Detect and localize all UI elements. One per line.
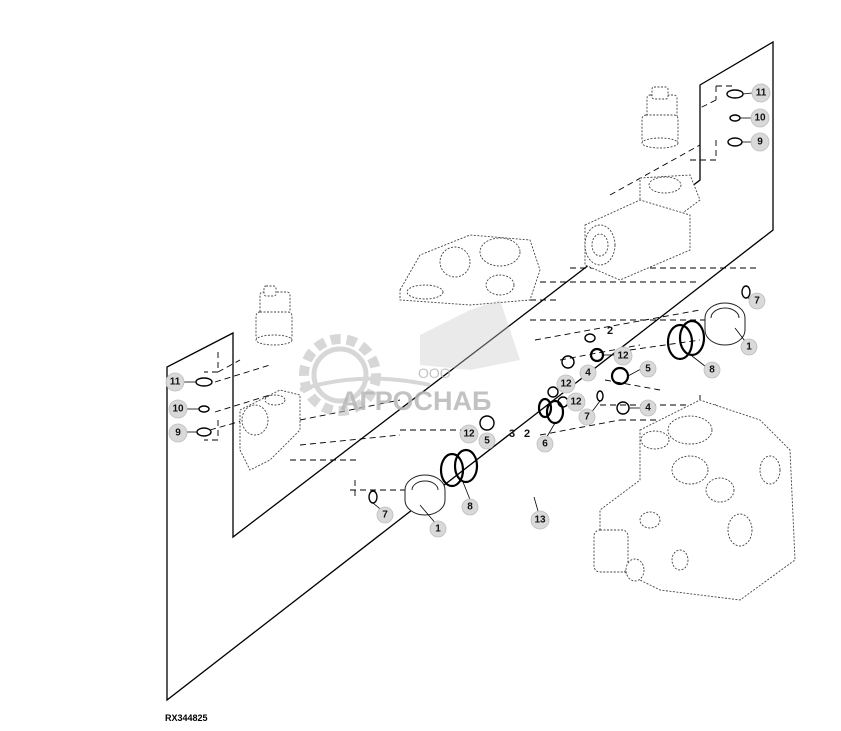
seal-bracket-right xyxy=(690,85,736,161)
callout-7-mid: 7 xyxy=(578,408,596,426)
svg-text:1: 1 xyxy=(435,524,441,535)
callout-4-lower: 4 xyxy=(639,399,657,417)
svg-text:3: 3 xyxy=(509,428,515,440)
cover-left xyxy=(404,474,446,516)
callout-12-mid2: 12 xyxy=(566,392,586,412)
svg-text:6: 6 xyxy=(542,439,548,450)
kit-outline xyxy=(166,40,774,702)
callout-10-left: 10 xyxy=(168,399,188,419)
svg-text:12: 12 xyxy=(560,379,572,390)
svg-text:12: 12 xyxy=(463,429,475,440)
svg-text:12: 12 xyxy=(617,351,629,362)
svg-text:4: 4 xyxy=(585,368,591,379)
svg-text:4: 4 xyxy=(645,403,651,414)
svg-text:10: 10 xyxy=(172,404,184,415)
svg-text:8: 8 xyxy=(709,365,715,376)
callout-5-upper: 5 xyxy=(639,360,657,378)
callout-11-right: 11 xyxy=(751,83,771,103)
hydraulic-valve-block xyxy=(593,399,796,601)
valve-housing-left xyxy=(239,389,301,471)
callout-8-left: 8 xyxy=(461,498,479,516)
svg-text:11: 11 xyxy=(756,88,767,99)
svg-text:7: 7 xyxy=(382,510,388,521)
callout-10-right: 10 xyxy=(750,108,770,128)
valve-housing-right xyxy=(584,174,701,281)
callout-9-right: 9 xyxy=(750,132,770,152)
callout-4-upper: 4 xyxy=(579,364,597,382)
svg-text:7: 7 xyxy=(754,296,760,307)
solenoid-valve-left xyxy=(255,285,293,346)
callout-1-left: 1 xyxy=(429,520,447,538)
svg-text:2: 2 xyxy=(524,428,530,440)
callout-7-left: 7 xyxy=(376,506,394,524)
seal-bracket-left xyxy=(204,352,241,441)
svg-text:9: 9 xyxy=(175,428,181,439)
callout-1-right: 1 xyxy=(740,338,758,356)
callout-2-mid: 2 xyxy=(524,428,530,440)
svg-text:9: 9 xyxy=(757,137,763,148)
assembly-guide-lines xyxy=(209,144,760,500)
callout-12-mid: 12 xyxy=(556,374,576,394)
figure-code: RX344825 xyxy=(165,713,208,723)
callout-6: 6 xyxy=(536,435,554,453)
svg-text:7: 7 xyxy=(584,412,590,423)
svg-text:11: 11 xyxy=(170,377,181,388)
gear-logo-icon xyxy=(299,300,520,416)
svg-text:5: 5 xyxy=(484,436,490,447)
watermark: ООО АГРОСНАБ xyxy=(299,300,520,416)
svg-text:5: 5 xyxy=(645,364,651,375)
callout-12-lower: 12 xyxy=(459,424,479,444)
callout-11-left: 11 xyxy=(165,372,185,392)
watermark-prefix: ООО xyxy=(418,365,451,381)
callout-9-left: 9 xyxy=(168,423,188,443)
svg-text:1: 1 xyxy=(746,342,752,353)
callout-2-top: 2 xyxy=(607,325,613,337)
callout-8-right: 8 xyxy=(703,361,721,379)
callout-3: 3 xyxy=(509,428,515,440)
svg-text:13: 13 xyxy=(534,515,546,526)
callout-13: 13 xyxy=(530,510,550,530)
central-housing xyxy=(399,234,541,306)
callout-12-upper: 12 xyxy=(613,346,633,366)
watermark-company: АГРОСНАБ xyxy=(340,386,491,416)
svg-text:2: 2 xyxy=(607,325,613,337)
cover-right xyxy=(704,302,746,346)
callout-5-lower: 5 xyxy=(478,432,496,450)
solenoid-valve-right xyxy=(641,86,679,149)
svg-text:10: 10 xyxy=(754,113,766,124)
callout-7-right: 7 xyxy=(748,292,766,310)
svg-text:8: 8 xyxy=(467,502,473,513)
svg-text:12: 12 xyxy=(570,397,582,408)
